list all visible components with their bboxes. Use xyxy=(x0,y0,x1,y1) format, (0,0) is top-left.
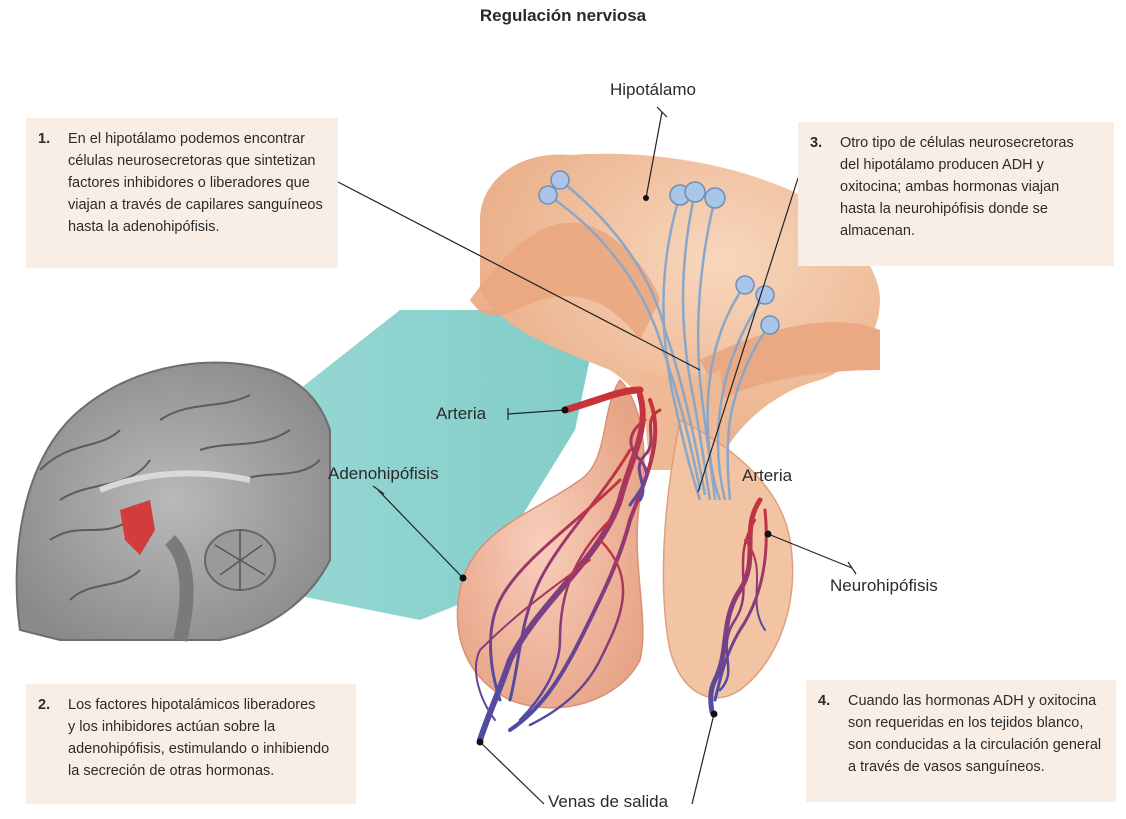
note-number: 1. xyxy=(38,128,50,150)
note-box-3: 3. Otro tipo de células neurosecretoras … xyxy=(798,122,1114,266)
note-number: 2. xyxy=(38,694,50,716)
label-venas-de-salida: Venas de salida xyxy=(548,792,668,812)
label-adenohipofisis: Adenohipófisis xyxy=(328,464,439,484)
label-arteria-right: Arteria xyxy=(742,466,792,486)
note-box-1: 1. En el hipotálamo podemos encontrar cé… xyxy=(26,118,338,268)
note-text: Cuando las hormonas ADH y oxitocina son … xyxy=(848,690,1106,778)
note-box-2: 2. Los factores hipotalámicos liberadore… xyxy=(26,684,356,804)
note-number: 3. xyxy=(810,132,822,154)
note-text: En el hipotálamo podemos encontrar célul… xyxy=(68,128,328,238)
note-text: Otro tipo de células neurosecretoras del… xyxy=(840,132,1104,242)
label-arteria-left: Arteria xyxy=(436,404,486,424)
brain-section xyxy=(17,363,330,640)
note-box-4: 4. Cuando las hormonas ADH y oxitocina s… xyxy=(806,680,1116,802)
note-text: Los factores hipotalámicos liberadores y… xyxy=(68,694,346,782)
diagram-title: Regulación nerviosa xyxy=(0,6,1126,26)
note-number: 4. xyxy=(818,690,830,712)
label-neurohipofisis: Neurohipófisis xyxy=(830,576,938,596)
label-hipotalamo: Hipotálamo xyxy=(610,80,696,100)
